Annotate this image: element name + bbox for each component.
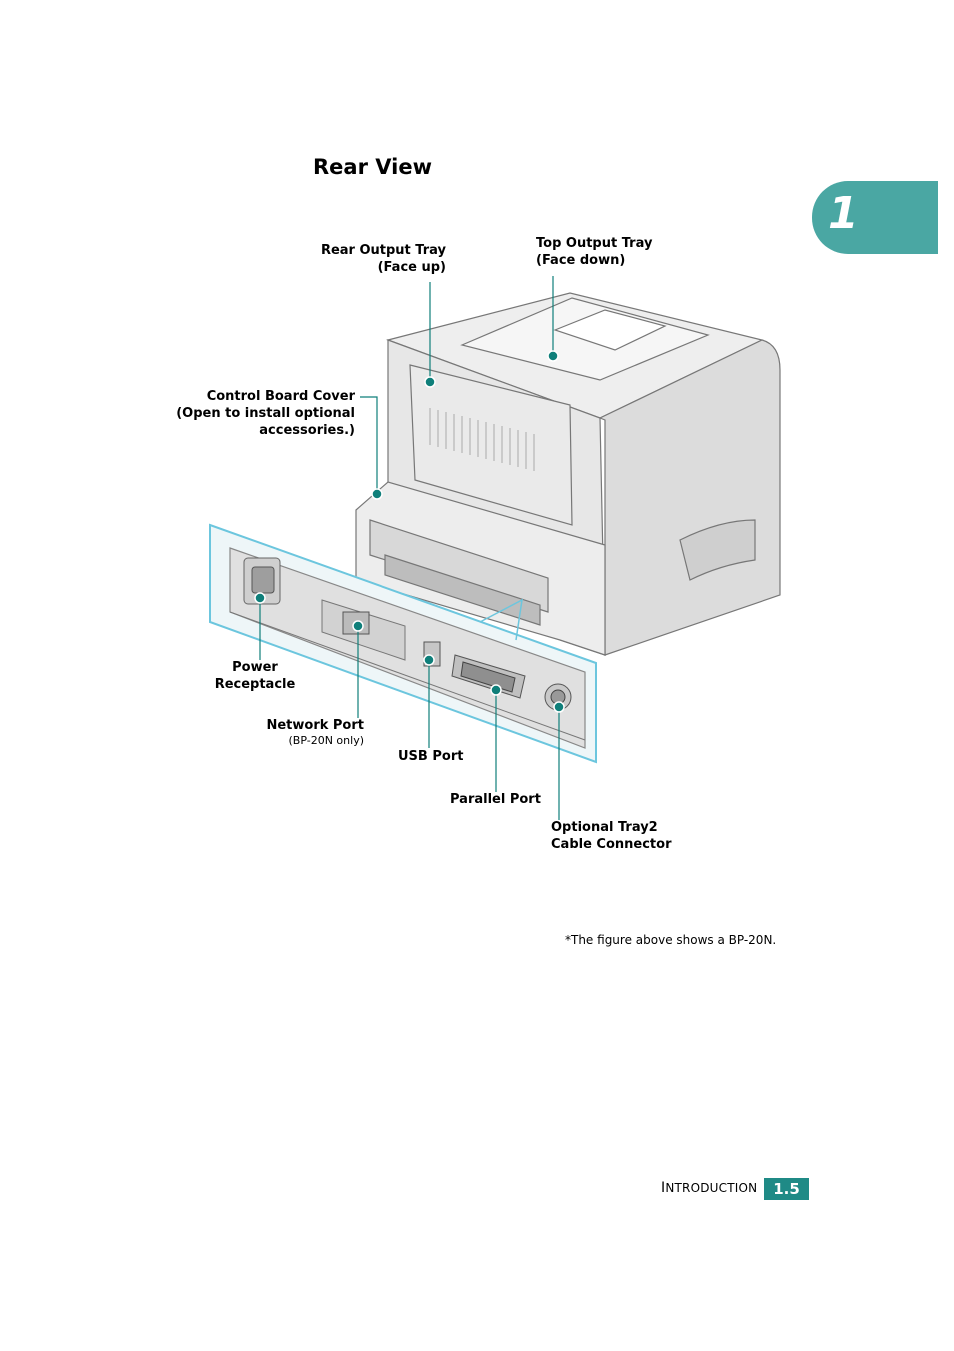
callout-line: Cable Connector — [551, 837, 672, 852]
callout-parallel-port: Parallel Port — [450, 791, 541, 808]
footer-section-rest: NTRODUCTION — [665, 1181, 758, 1195]
callout-dot-icon — [254, 350, 565, 713]
callout-line: Optional Tray2 — [551, 820, 658, 835]
callout-line: Control Board Cover — [206, 389, 355, 404]
callout-usb-port: USB Port — [398, 748, 463, 765]
callout-rear-output-tray: Rear Output Tray (Face up) — [300, 242, 446, 276]
callout-top-output-tray: Top Output Tray (Face down) — [536, 235, 652, 269]
page-title: Rear View — [313, 155, 432, 179]
callout-line: Power — [232, 660, 278, 675]
callout-line: Top Output Tray — [536, 236, 653, 251]
callout-line: Network Port — [266, 718, 364, 733]
callout-line: Receptacle — [214, 677, 296, 692]
callout-line: accessories.) — [259, 423, 355, 438]
footer-section-first: I — [661, 1180, 666, 1196]
printer-body — [355, 292, 781, 656]
chapter-tab: 1 — [812, 181, 938, 254]
callout-line: (Face up) — [377, 260, 446, 275]
callout-line: (Open to install optional — [176, 406, 355, 421]
callout-line: (Face down) — [536, 253, 626, 268]
callout-optional-tray2: Optional Tray2 Cable Connector — [551, 819, 671, 853]
page-number: 1.5 — [764, 1178, 809, 1200]
callout-line: USB Port — [398, 749, 464, 764]
callout-line: Rear Output Tray — [320, 243, 446, 258]
callout-line: Parallel Port — [450, 792, 541, 807]
callout-control-board-cover: Control Board Cover (Open to install opt… — [160, 388, 355, 439]
leader-lines — [259, 276, 560, 820]
chapter-number: 1 — [828, 188, 859, 239]
figure-note: *The figure above shows a BP-20N. — [565, 933, 777, 947]
callout-network-port: Network Port (BP-20N only) — [240, 717, 364, 748]
callout-note: (BP-20N only) — [288, 734, 364, 747]
callout-power-receptacle: Power Receptacle — [200, 659, 310, 693]
footer-section: INTRODUCTION — [661, 1180, 757, 1196]
